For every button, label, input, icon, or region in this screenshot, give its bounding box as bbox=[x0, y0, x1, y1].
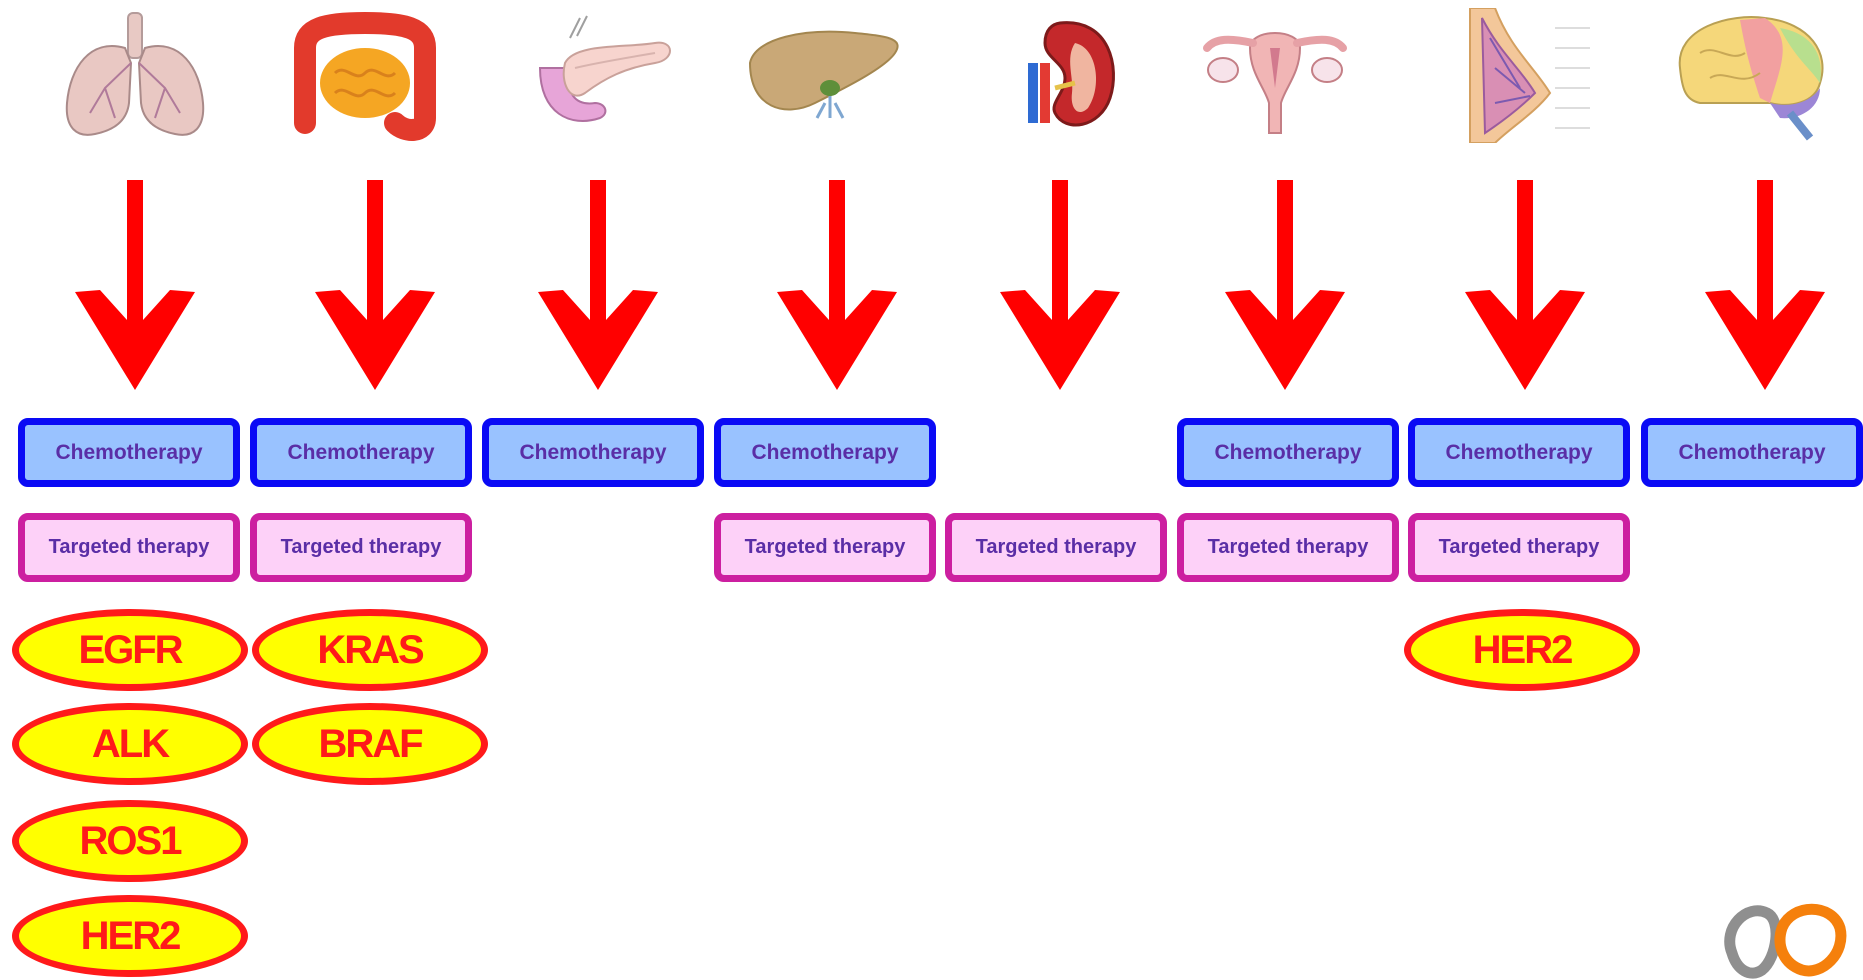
kidney-icon bbox=[980, 8, 1140, 143]
colon-icon bbox=[285, 8, 445, 143]
biomarker-egfr: EGFR bbox=[12, 609, 248, 691]
down-arrow-icon bbox=[1465, 180, 1585, 395]
targeted-therapy-box: Targeted therapy bbox=[250, 513, 472, 582]
down-arrow-icon bbox=[777, 180, 897, 395]
biomarker-her2: HER2 bbox=[12, 895, 248, 977]
breast-icon bbox=[1440, 8, 1600, 143]
targeted-therapy-box: Targeted therapy bbox=[714, 513, 936, 582]
down-arrow-icon bbox=[538, 180, 658, 395]
chemotherapy-box: Chemotherapy bbox=[1641, 418, 1863, 487]
pancreas-icon bbox=[515, 8, 675, 143]
chemotherapy-box: Chemotherapy bbox=[482, 418, 704, 487]
biomarker-her2: HER2 bbox=[1404, 609, 1640, 691]
down-arrow-icon bbox=[75, 180, 195, 395]
biomarker-ros1: ROS1 bbox=[12, 800, 248, 882]
chemotherapy-box: Chemotherapy bbox=[250, 418, 472, 487]
down-arrow-icon bbox=[1000, 180, 1120, 395]
biomarker-braf: BRAF bbox=[252, 703, 488, 785]
uterus-ovary-icon bbox=[1195, 8, 1355, 143]
company-logo-icon bbox=[1722, 898, 1848, 980]
down-arrow-icon bbox=[1705, 180, 1825, 395]
chemotherapy-box: Chemotherapy bbox=[1177, 418, 1399, 487]
chemotherapy-box: Chemotherapy bbox=[714, 418, 936, 487]
brain-icon bbox=[1670, 8, 1830, 143]
targeted-therapy-box: Targeted therapy bbox=[1408, 513, 1630, 582]
targeted-therapy-box: Targeted therapy bbox=[1177, 513, 1399, 582]
biomarker-kras: KRAS bbox=[252, 609, 488, 691]
targeted-therapy-box: Targeted therapy bbox=[18, 513, 240, 582]
down-arrow-icon bbox=[1225, 180, 1345, 395]
lung-icon bbox=[55, 8, 215, 143]
biomarker-alk: ALK bbox=[12, 703, 248, 785]
chemotherapy-box: Chemotherapy bbox=[1408, 418, 1630, 487]
chemotherapy-box: Chemotherapy bbox=[18, 418, 240, 487]
down-arrow-icon bbox=[315, 180, 435, 395]
targeted-therapy-box: Targeted therapy bbox=[945, 513, 1167, 582]
liver-icon bbox=[745, 8, 905, 143]
